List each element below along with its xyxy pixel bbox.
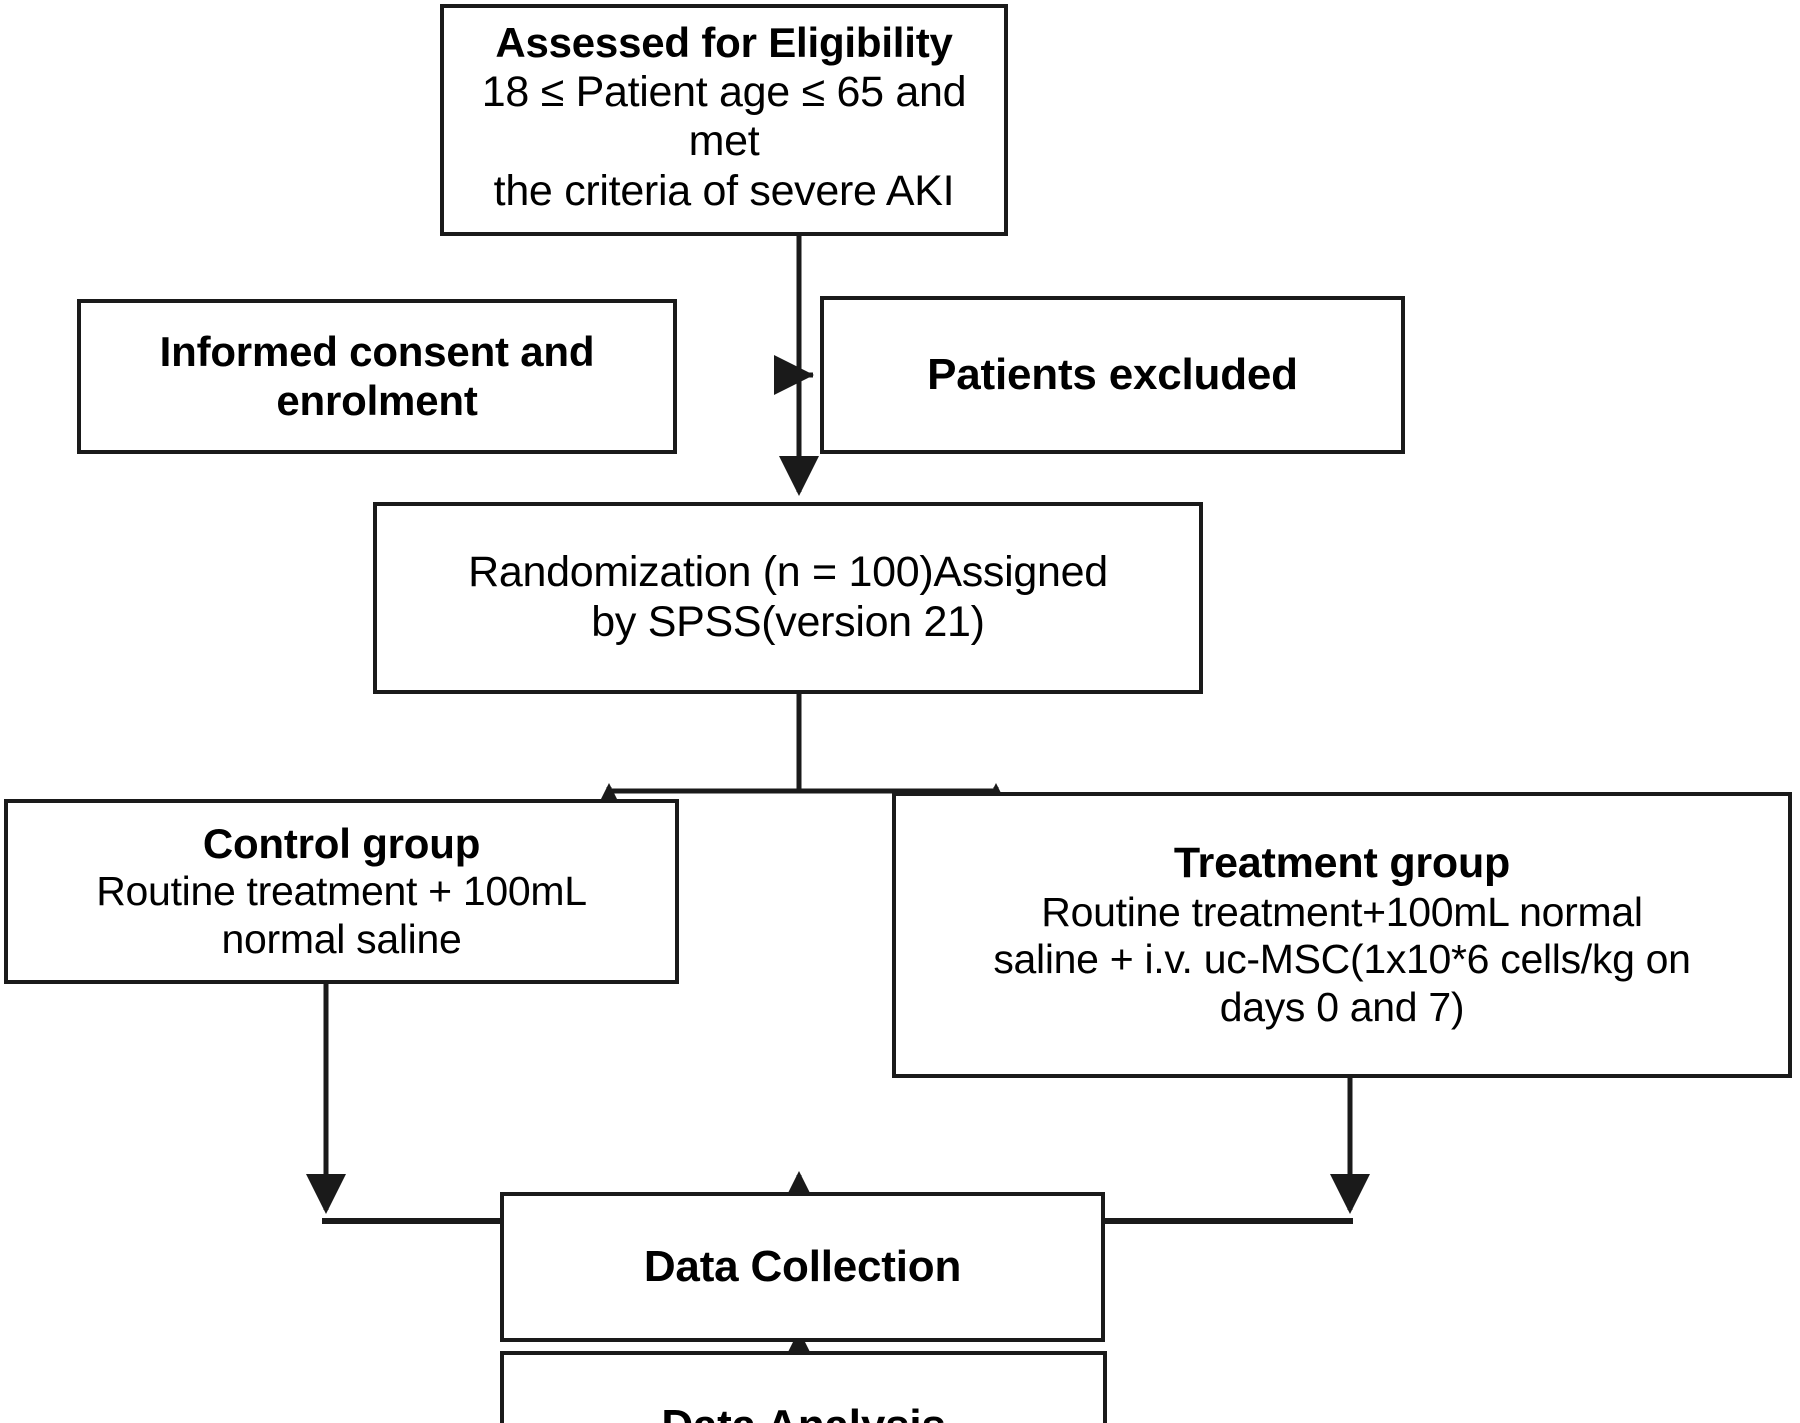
- node-title: Patients excluded: [927, 350, 1298, 400]
- node-body-line-2: saline + i.v. uc-MSC(1x10*6 cells/kg on: [993, 936, 1691, 983]
- node-data-collection[interactable]: Data Collection: [500, 1192, 1105, 1342]
- node-body-line-2: normal saline: [221, 915, 462, 962]
- node-body-line-1: Routine treatment+100mL normal: [1041, 888, 1643, 935]
- node-title: Data Analysis: [661, 1400, 946, 1423]
- edge-randomization-split: [589, 694, 1016, 823]
- node-body-line-1: 18 ≤ Patient age ≤ 65 and met: [481, 67, 967, 166]
- node-informed-consent-and-enrolment[interactable]: Informed consent and enrolment: [77, 299, 677, 454]
- node-title-line-2: enrolment: [276, 376, 478, 424]
- node-body-line-2: by SPSS(version 21): [591, 598, 985, 646]
- node-title: Assessed for Eligibility: [495, 18, 953, 66]
- node-title-line-1: Informed consent and: [159, 327, 595, 375]
- node-title: Data Collection: [643, 1242, 962, 1292]
- node-assessed-for-eligibility[interactable]: Assessed for Eligibility 18 ≤ Patient ag…: [440, 4, 1008, 236]
- node-body-line-1: Routine treatment + 100mL: [96, 868, 587, 915]
- node-title: Treatment group: [1173, 838, 1511, 887]
- node-patients-excluded[interactable]: Patients excluded: [820, 296, 1405, 454]
- node-data-analysis[interactable]: Data Analysis: [500, 1351, 1107, 1423]
- node-body-line-1: Randomization (n = 100)Assigned: [468, 548, 1108, 597]
- node-body-line-2: the criteria of severe AKI: [493, 167, 955, 216]
- node-body-line-3: days 0 and 7): [1219, 983, 1465, 1030]
- node-randomization[interactable]: Randomization (n = 100)Assigned by SPSS(…: [373, 502, 1203, 694]
- node-title: Control group: [202, 819, 481, 867]
- node-treatment-group[interactable]: Treatment group Routine treatment+100mL …: [892, 792, 1792, 1078]
- node-control-group[interactable]: Control group Routine treatment + 100mL …: [4, 799, 679, 984]
